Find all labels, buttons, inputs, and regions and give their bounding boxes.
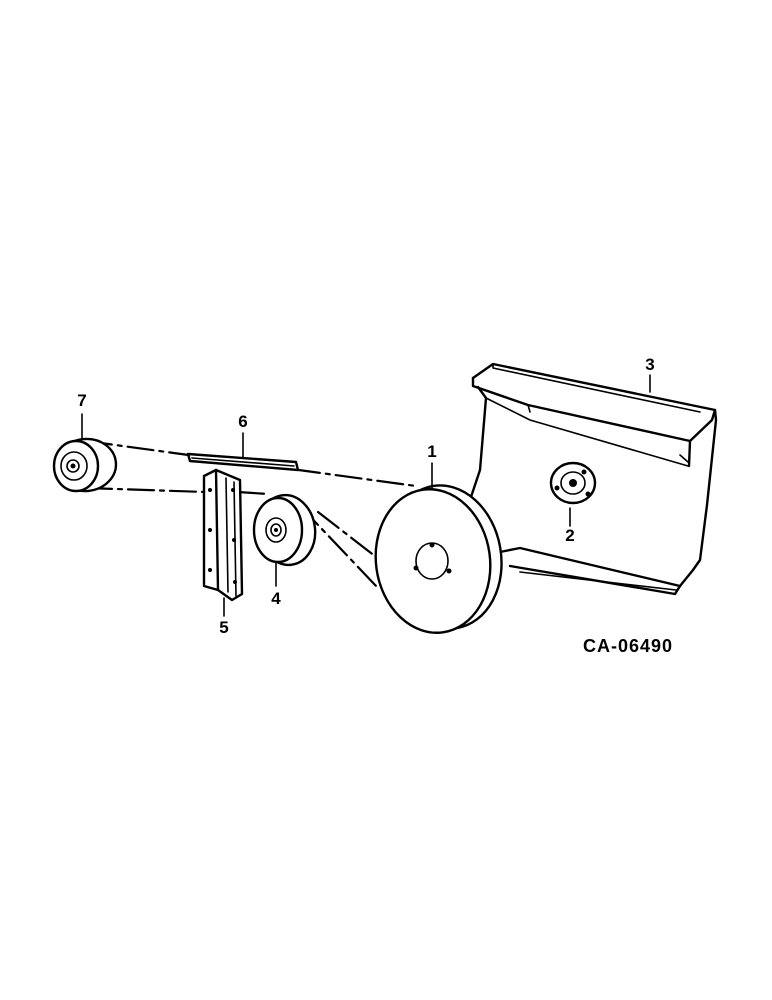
part-4-idler-pulley: [252, 493, 317, 567]
part-1-large-pulley: [374, 484, 503, 634]
label-part-5: 5: [219, 618, 229, 637]
label-part-7: 7: [77, 391, 87, 410]
drawing-code: CA-06490: [583, 636, 674, 656]
label-part-6: 6: [238, 412, 248, 431]
part-5-bracket: [202, 468, 244, 602]
label-part-3: 3: [645, 355, 655, 374]
part-3-shield: [459, 362, 718, 596]
leader-lines: [81, 374, 651, 617]
part-6-guard-strip: [186, 452, 300, 472]
part-2-hub: [549, 461, 597, 505]
label-part-1: 1: [427, 442, 437, 461]
label-part-2: 2: [565, 526, 575, 545]
label-part-4: 4: [271, 589, 281, 608]
part-7-pulley: [52, 437, 118, 493]
